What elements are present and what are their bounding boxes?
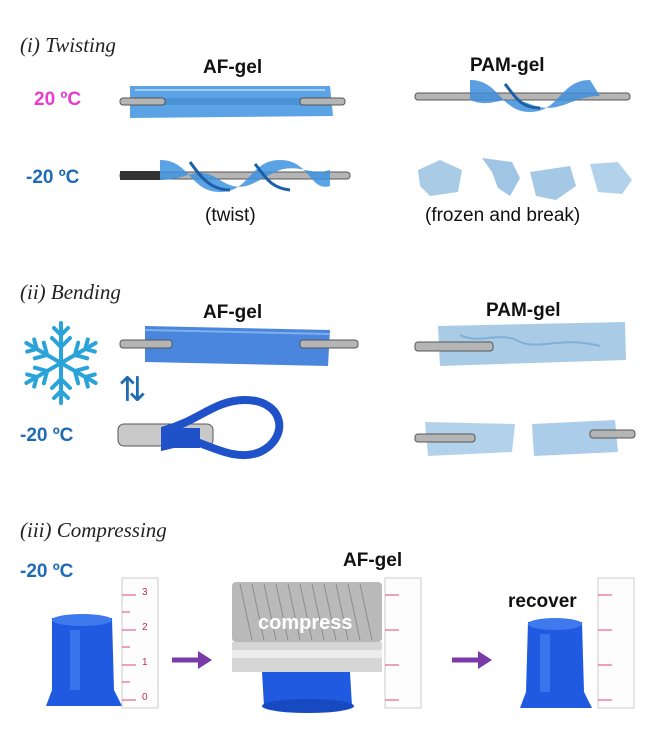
up-down-arrows-icon: ⇅	[118, 370, 147, 410]
twisting-pam-caption: (frozen and break)	[425, 205, 581, 226]
compress-label: compress	[258, 612, 353, 634]
compressing-section-title: (iii) Compressing	[20, 518, 167, 542]
twisting-af-gel-label: AF-gel	[203, 57, 263, 78]
twisting-section-title: (i) Twisting	[20, 33, 116, 57]
recover-label: recover	[508, 591, 577, 612]
bending-temp-cold: -20 ºC	[20, 425, 74, 446]
twisting-pam-gel-label: PAM-gel	[470, 55, 545, 76]
ruler-1-tick-0: 0	[142, 692, 148, 703]
ruler-1-tick-3: 3	[142, 587, 148, 598]
bending-af-gel-label: AF-gel	[203, 302, 263, 323]
ruler-1-tick-2: 2	[142, 622, 148, 633]
twisting-temp-warm: 20 ºC	[34, 89, 82, 110]
snowflake-icon	[19, 321, 103, 405]
bending-section-title: (ii) Bending	[20, 280, 121, 304]
twisting-temp-cold: -20 ºC	[26, 167, 80, 188]
compressing-temp-cold: -20 ºC	[20, 561, 74, 582]
ruler-1-tick-1: 1	[142, 657, 148, 668]
bending-pam-gel-label: PAM-gel	[486, 300, 561, 321]
twisting-af-caption: (twist)	[205, 205, 256, 226]
compressing-af-gel-label: AF-gel	[343, 550, 403, 571]
